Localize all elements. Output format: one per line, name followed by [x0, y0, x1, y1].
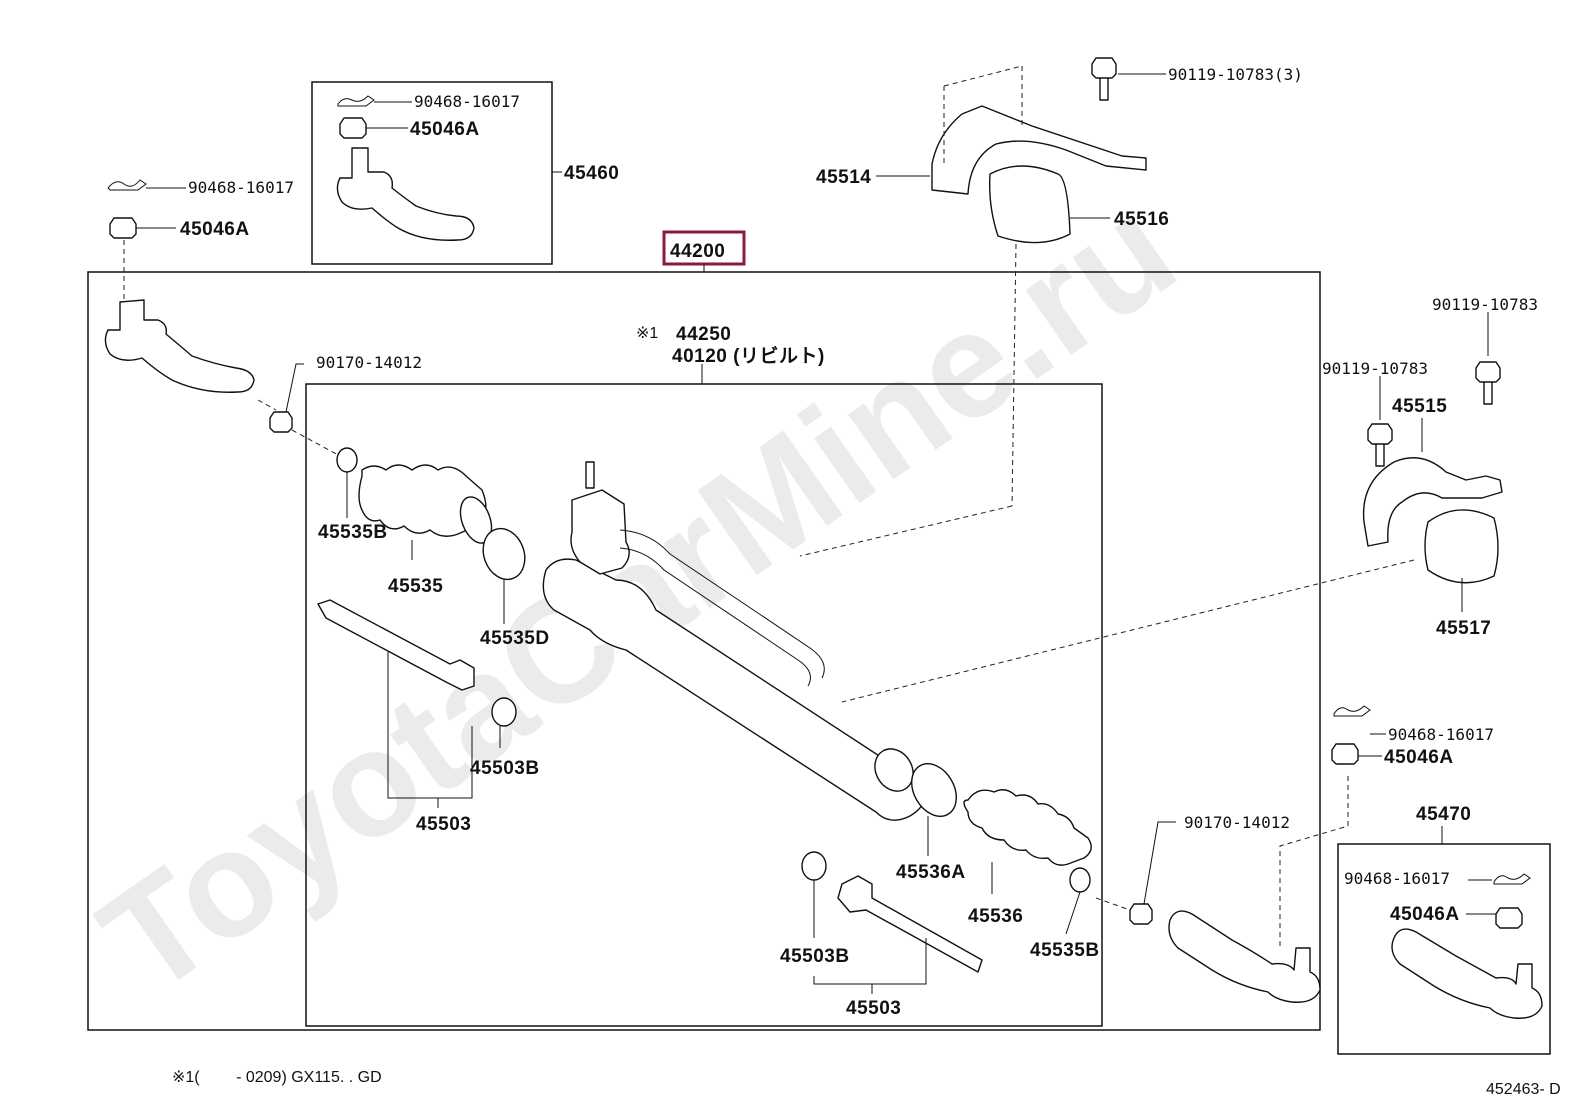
- bolt-90119-right-a-icon: [1475, 361, 1501, 405]
- tie-rod-end-right-icon: [1168, 910, 1321, 1003]
- nut-90170-left-icon: [269, 411, 293, 433]
- clamp-45535D-icon: [482, 527, 526, 581]
- assembly-frame-44200: [87, 271, 1321, 1031]
- cotter-pin-right-icon: [1333, 705, 1371, 717]
- label-45503-left[interactable]: 45503: [416, 814, 471, 835]
- bolt-90119-top-icon: [1091, 57, 1117, 101]
- label-45536[interactable]: 45536: [968, 906, 1023, 927]
- castle-nut-icon: [339, 117, 367, 139]
- clamp-45535B-right-icon: [1069, 867, 1091, 893]
- bushing-45516-icon: [988, 165, 1071, 244]
- note-mark-1: ※1: [636, 325, 658, 342]
- label-45503B-right[interactable]: 45503B: [780, 946, 850, 967]
- cotter-pin-left-icon: [107, 179, 147, 191]
- tie-rod-end-box-45470: [1337, 843, 1551, 1055]
- label-90119-10783-right-mid[interactable]: 90119-10783: [1322, 359, 1428, 378]
- label-45536A[interactable]: 45536A: [896, 862, 966, 883]
- inner-tie-rod-left-icon: [317, 599, 475, 691]
- label-45535B-right[interactable]: 45535B: [1030, 940, 1100, 961]
- label-45046A-left[interactable]: 45046A: [180, 219, 250, 240]
- label-45517[interactable]: 45517: [1436, 618, 1491, 639]
- clamp-45536A-icon: [911, 763, 957, 817]
- label-45535B-left[interactable]: 45535B: [318, 522, 388, 543]
- cotter-pin-box2-icon: [1493, 873, 1531, 885]
- label-45470[interactable]: 45470: [1416, 804, 1471, 825]
- label-90468-16017-box1[interactable]: 90468-16017: [414, 92, 520, 111]
- label-90170-14012-left[interactable]: 90170-14012: [316, 353, 422, 372]
- mount-bracket-45515-icon: [1362, 457, 1503, 547]
- input-shaft-icon: [585, 461, 595, 489]
- tie-rod-end-box2-icon: [1391, 928, 1543, 1019]
- clamp-45535B-left-icon: [336, 447, 358, 473]
- castle-nut-left-icon: [109, 217, 137, 239]
- nut-90170-right-icon: [1129, 903, 1153, 925]
- label-45503-right[interactable]: 45503: [846, 998, 901, 1019]
- label-45046A-right[interactable]: 45046A: [1384, 747, 1454, 768]
- label-45515[interactable]: 45515: [1392, 396, 1447, 417]
- tie-rod-end-icon: [336, 147, 475, 241]
- label-45046A-box2[interactable]: 45046A: [1390, 904, 1460, 925]
- label-45460[interactable]: 45460: [564, 163, 619, 184]
- label-90119-10783-right-top[interactable]: 90119-10783: [1432, 295, 1538, 314]
- pressure-line-icon: [619, 529, 825, 687]
- lock-washer-45503B-left-icon: [491, 697, 517, 727]
- footnote: ※1( - 0209) GX115. . GD: [172, 1069, 382, 1086]
- label-45516[interactable]: 45516: [1114, 209, 1169, 230]
- rack-frame-44250: [305, 383, 1103, 1027]
- label-45046A-box1[interactable]: 45046A: [410, 119, 480, 140]
- diagram-code: 452463- D: [1486, 1081, 1561, 1098]
- castle-nut-right-icon: [1331, 743, 1359, 765]
- inner-tie-rod-right-icon: [837, 875, 983, 973]
- label-90468-16017-left[interactable]: 90468-16017: [188, 178, 294, 197]
- cotter-pin-icon: [337, 95, 375, 107]
- valve-body-icon: [570, 489, 630, 575]
- mount-bracket-45514-icon: [931, 105, 1147, 195]
- label-40120[interactable]: 40120 (リビルト): [672, 345, 825, 367]
- tie-rod-end-box-45460: [311, 81, 553, 265]
- label-45514[interactable]: 45514: [816, 167, 871, 188]
- rack-end-port: [874, 748, 914, 792]
- label-44200[interactable]: 44200: [670, 241, 725, 262]
- bushing-45517-icon: [1424, 509, 1499, 584]
- label-44250[interactable]: 44250: [676, 324, 731, 345]
- label-45503B-left[interactable]: 45503B: [470, 758, 540, 779]
- label-90119-10783-3[interactable]: 90119-10783(3): [1168, 65, 1303, 84]
- label-45535D[interactable]: 45535D: [480, 628, 550, 649]
- label-90170-14012-right[interactable]: 90170-14012: [1184, 813, 1290, 832]
- label-45535[interactable]: 45535: [388, 576, 443, 597]
- castle-nut-box2-icon: [1495, 907, 1523, 929]
- label-90468-16017-right[interactable]: 90468-16017: [1388, 725, 1494, 744]
- lock-washer-45503B-right-icon: [801, 851, 827, 881]
- label-90468-16017-box2[interactable]: 90468-16017: [1344, 869, 1450, 888]
- tie-rod-end-left-icon: [104, 299, 255, 393]
- bolt-90119-right-b-icon: [1367, 423, 1393, 467]
- boot-45536-right-icon: [963, 789, 1092, 866]
